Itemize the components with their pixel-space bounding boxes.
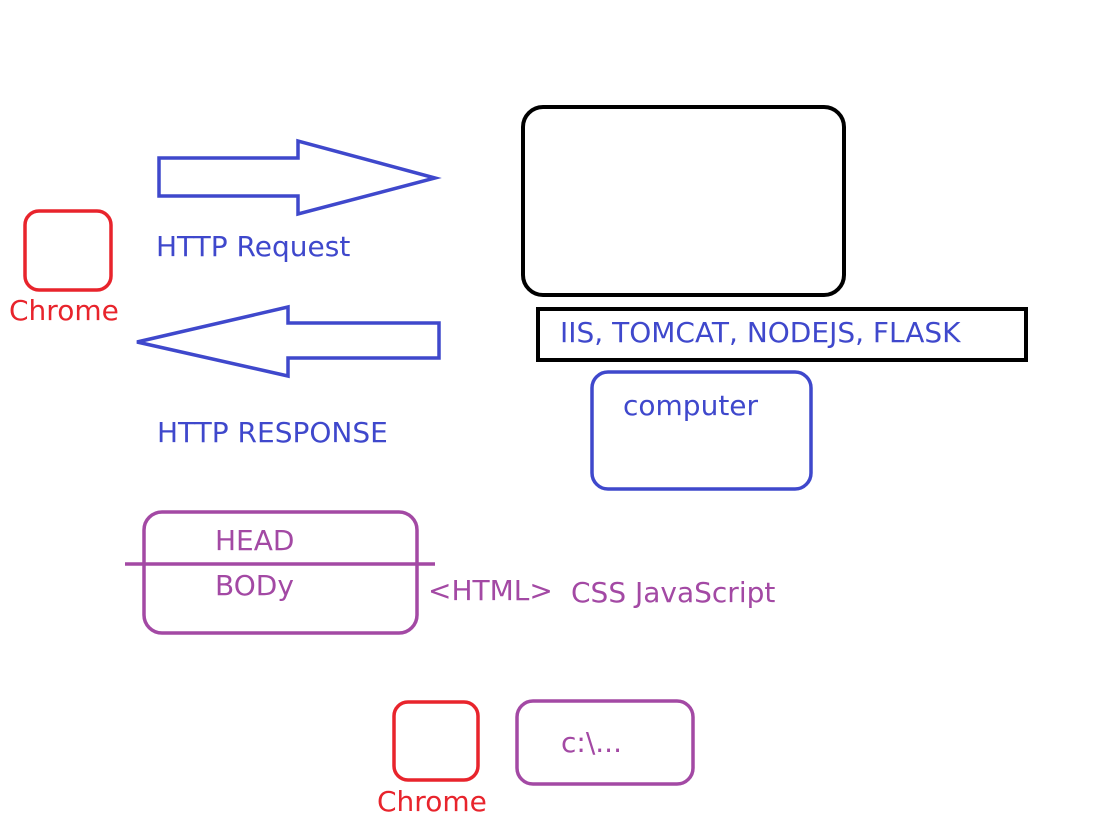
- chrome-browser-box-bottom: [392, 700, 480, 782]
- computer-label: computer: [623, 389, 759, 422]
- chrome-label-bottom: Chrome: [377, 785, 487, 818]
- http-response-label: HTTP RESPONSE: [157, 416, 388, 449]
- html-document-box: [142, 510, 419, 635]
- local-file-box: [515, 699, 695, 786]
- server-software-label: IIS, TOMCAT, NODEJS, FLASK: [560, 316, 961, 349]
- request-arrow-icon: [157, 138, 442, 217]
- server-box: [521, 105, 846, 297]
- local-path-label: c:\...: [561, 726, 622, 759]
- html-tag-label: <HTML>: [428, 574, 553, 607]
- response-arrow-icon: [136, 304, 441, 379]
- http-request-label: HTTP Request: [156, 230, 350, 263]
- computer-box: [590, 370, 813, 491]
- head-label: HEAD: [215, 524, 294, 557]
- server-software-box: [536, 307, 1028, 362]
- css-javascript-label: CSS JavaScript: [571, 576, 775, 609]
- body-label: BODy: [215, 569, 294, 602]
- chrome-label-top: Chrome: [9, 294, 119, 327]
- chrome-browser-box: [23, 209, 113, 292]
